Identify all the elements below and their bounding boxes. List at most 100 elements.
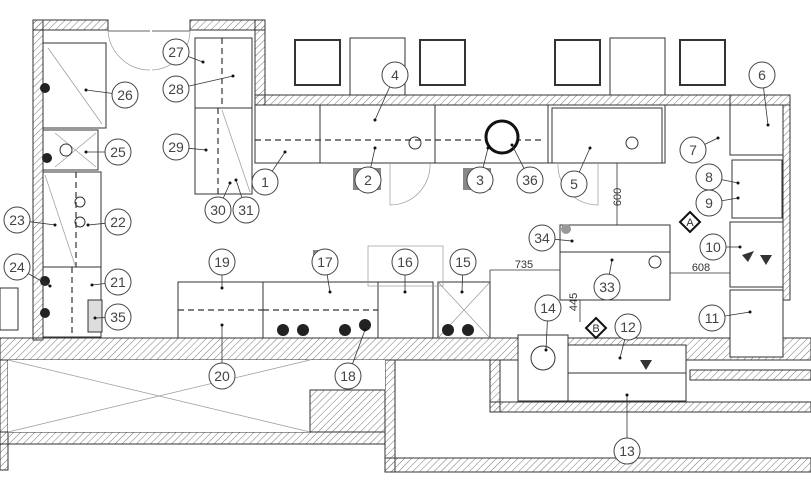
callout-leader xyxy=(704,137,719,145)
callout-number: 19 xyxy=(214,254,230,270)
callout-13: 13 xyxy=(613,393,641,465)
callout-27: 27 xyxy=(162,38,205,66)
callout-number: 23 xyxy=(9,212,25,228)
callout-26: 26 xyxy=(84,81,139,109)
callout-number: 36 xyxy=(522,172,538,188)
callout-leader xyxy=(608,259,613,275)
callout-leader xyxy=(554,238,573,242)
callout-number: 31 xyxy=(238,202,254,218)
callout-leader xyxy=(545,320,548,351)
callout-22: 22 xyxy=(86,208,132,236)
callout-number: 22 xyxy=(110,214,126,230)
callout-6: 6 xyxy=(748,61,776,127)
callout-leader xyxy=(85,89,113,94)
callout-leader xyxy=(511,144,525,169)
callout-leader xyxy=(188,147,207,151)
callout-number: 16 xyxy=(397,254,413,270)
callout-number: 12 xyxy=(620,319,636,335)
callout-29: 29 xyxy=(162,133,208,161)
callout-number: 9 xyxy=(705,195,713,211)
callout-10: 10 xyxy=(699,233,742,261)
section-marker-a: A xyxy=(678,210,702,234)
callout-number: 25 xyxy=(110,144,126,160)
callout-leader xyxy=(271,151,286,172)
callout-leader xyxy=(721,179,739,184)
dimension-608: 608 xyxy=(692,262,710,274)
callout-leader xyxy=(619,339,626,359)
callout-number: 28 xyxy=(168,81,184,97)
callout-leader xyxy=(724,311,751,317)
callout-leader xyxy=(87,222,106,226)
callout-leader xyxy=(326,274,331,293)
callout-number: 33 xyxy=(599,279,615,295)
svg-text:B: B xyxy=(592,323,599,335)
callout-2: 2 xyxy=(354,146,382,194)
callout-5: 5 xyxy=(560,146,592,198)
callout-leader xyxy=(29,221,56,226)
callout-17: 17 xyxy=(311,248,339,294)
callout-number: 7 xyxy=(689,142,697,158)
callout-leader xyxy=(370,147,376,168)
callout-33: 33 xyxy=(593,258,621,301)
svg-text:A: A xyxy=(686,217,694,229)
callout-16: 16 xyxy=(391,248,419,294)
callout-1: 1 xyxy=(251,150,287,196)
callout-20: 20 xyxy=(208,323,236,390)
callout-number: 20 xyxy=(214,368,230,384)
callout-leader xyxy=(763,87,769,126)
callout-3: 3 xyxy=(466,146,494,194)
callout-14: 14 xyxy=(534,294,562,352)
dimension-lines: 600 735 608 445 xyxy=(489,163,730,322)
callout-35: 35 xyxy=(93,303,132,331)
callout-number: 24 xyxy=(9,259,25,275)
dimension-445: 445 xyxy=(568,293,580,311)
callout-18: 18 xyxy=(334,328,367,390)
callout-number: 14 xyxy=(540,300,556,316)
callout-leader xyxy=(91,283,106,286)
callout-11: 11 xyxy=(698,304,752,332)
callout-number: 17 xyxy=(317,254,333,270)
callout-leader xyxy=(461,274,463,293)
callout-leader xyxy=(721,197,739,202)
callout-23: 23 xyxy=(3,206,57,234)
callout-leader xyxy=(188,56,204,63)
callout-leader xyxy=(352,329,366,364)
callout-number: 10 xyxy=(705,239,721,255)
callout-number: 35 xyxy=(110,309,126,325)
callout-31: 31 xyxy=(232,178,260,224)
section-marker-b: B xyxy=(584,316,608,340)
callout-36: 36 xyxy=(510,143,544,194)
callout-7: 7 xyxy=(679,136,720,164)
callout-21: 21 xyxy=(90,268,132,296)
callout-leader xyxy=(374,86,391,121)
callout-25: 25 xyxy=(84,138,132,166)
callout-30: 30 xyxy=(204,181,232,224)
callout-number: 29 xyxy=(168,139,184,155)
callout-number: 18 xyxy=(340,368,356,384)
callout-number: 5 xyxy=(570,176,578,192)
callout-leader xyxy=(235,179,243,198)
callout-number: 34 xyxy=(534,230,550,246)
callout-number: 1 xyxy=(261,174,269,190)
callout-15: 15 xyxy=(449,248,477,294)
callout-number: 4 xyxy=(391,67,399,83)
callout-19: 19 xyxy=(208,248,236,290)
callout-4: 4 xyxy=(373,61,409,122)
callout-leader xyxy=(28,273,51,287)
callout-24: 24 xyxy=(3,253,52,288)
callout-number: 11 xyxy=(705,310,720,326)
callout-number: 2 xyxy=(364,172,372,188)
callout-leader xyxy=(482,147,489,168)
callout-number: 27 xyxy=(168,44,184,60)
callout-number: 21 xyxy=(110,274,126,290)
callout-12: 12 xyxy=(614,313,642,360)
callout-number: 30 xyxy=(210,202,226,218)
callout-leader xyxy=(188,75,234,87)
callout-number: 26 xyxy=(117,87,133,103)
callout-leader xyxy=(222,182,231,199)
callout-number: 15 xyxy=(455,254,471,270)
callout-number: 6 xyxy=(758,67,766,83)
callout-28: 28 xyxy=(162,74,235,103)
callout-9: 9 xyxy=(695,189,740,217)
